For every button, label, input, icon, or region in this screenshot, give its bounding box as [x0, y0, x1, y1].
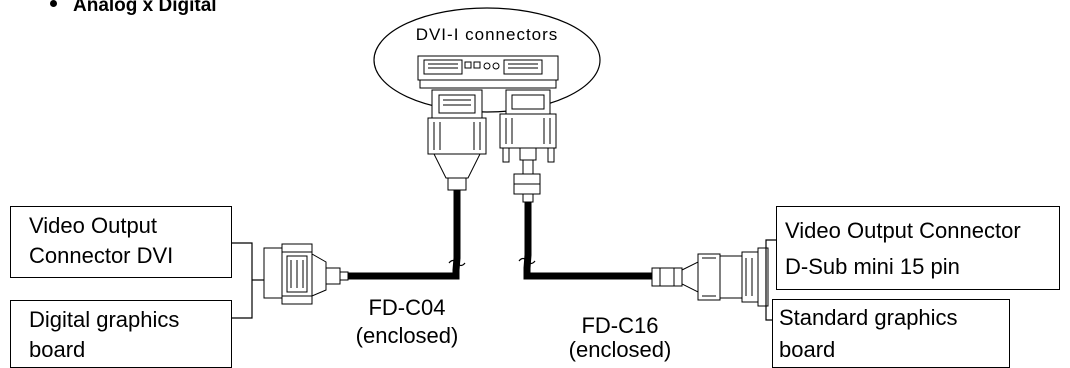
- dvi-i-connector-panel: [417, 55, 559, 89]
- section-heading-text: Analog x Digital: [73, 0, 217, 16]
- fd-c16-cable: [523, 202, 655, 280]
- standard-graphics-board-box: Standard graphics board: [772, 299, 1010, 368]
- fd-c04-name: FD-C04: [368, 295, 446, 320]
- standard-board-line2: board: [779, 337, 836, 362]
- dvi-board-plug: [263, 243, 349, 305]
- digital-graphics-board-box: Digital graphics board: [10, 300, 232, 368]
- fd-c16-name: FD-C16: [581, 313, 659, 338]
- video-output-connector-dsub-box: Video Output Connector D-Sub mini 15 pin: [776, 206, 1060, 290]
- fd-c04-cable: [325, 190, 461, 280]
- fd-c16-adapter: [513, 159, 541, 203]
- bullet-icon: [50, 0, 57, 8]
- left-bracket-line: [231, 242, 264, 319]
- dvi-i-connectors-label: DVI-I connectors: [416, 25, 559, 44]
- fd-c16-note: (enclosed): [568, 337, 672, 362]
- fd-c16-label: FD-C16 (enclosed): [562, 314, 678, 362]
- fd-c04-label: FD-C04 (enclosed): [352, 296, 462, 348]
- dsub-box-line2: D-Sub mini 15 pin: [785, 254, 960, 279]
- fd-c16-top-plug: [499, 89, 557, 163]
- video-output-connector-dvi-box: Video Output Connector DVI: [10, 206, 232, 278]
- d-sub-board-plug: [651, 247, 769, 307]
- fd-c04-note: (enclosed): [355, 323, 459, 348]
- section-heading: Analog x Digital: [50, 0, 217, 17]
- digital-board-line1: Digital graphics: [29, 307, 180, 332]
- digital-board-line2: board: [29, 337, 86, 362]
- standard-board-line1: Standard graphics: [779, 305, 958, 330]
- fd-c04-top-plug: [427, 89, 487, 191]
- dsub-box-line1: Video Output Connector: [785, 218, 1021, 243]
- dvi-box-line1: Video Output: [29, 213, 158, 238]
- dvi-box-line2: Connector DVI: [29, 243, 174, 268]
